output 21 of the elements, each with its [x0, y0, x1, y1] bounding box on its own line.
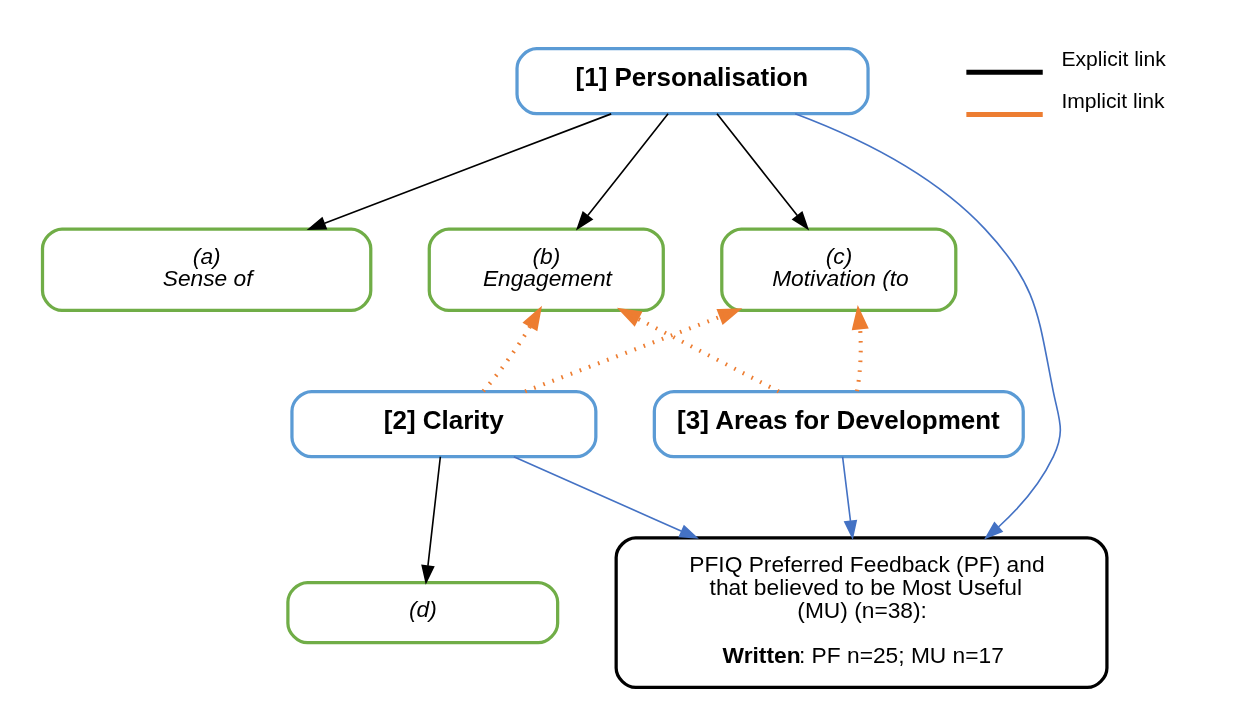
arrow: [851, 304, 869, 392]
node-box: [1] Personalisation: [515, 47, 870, 116]
arrow: [421, 455, 442, 585]
arrow: [513, 455, 699, 539]
node-box: [3] Areas for Development: [652, 390, 1025, 459]
node-box: (a) Sense of: [40, 227, 373, 312]
node-box: (b) Engagement: [427, 227, 665, 312]
node-box: PFIQ Preferred Feedback (PF) and that believed to be Most Useful (MU) (n=38): Written: PF n=25; MU n=17: [614, 536, 1109, 689]
node-box: [2] Clarity: [290, 390, 598, 459]
arrow: [524, 308, 743, 394]
legend-label: Explicit link: [1061, 46, 1166, 70]
node-box: (c) Motivation (to: [720, 227, 958, 312]
node-box: (d): [286, 580, 560, 645]
legend-label: Implicit link: [1061, 88, 1165, 112]
arrow: [716, 113, 810, 231]
arrow: [306, 113, 612, 230]
arrow: [841, 455, 858, 540]
arrow: [575, 113, 669, 231]
arrow: [616, 307, 780, 394]
arrow: [794, 112, 1062, 540]
arrow: [481, 305, 542, 393]
